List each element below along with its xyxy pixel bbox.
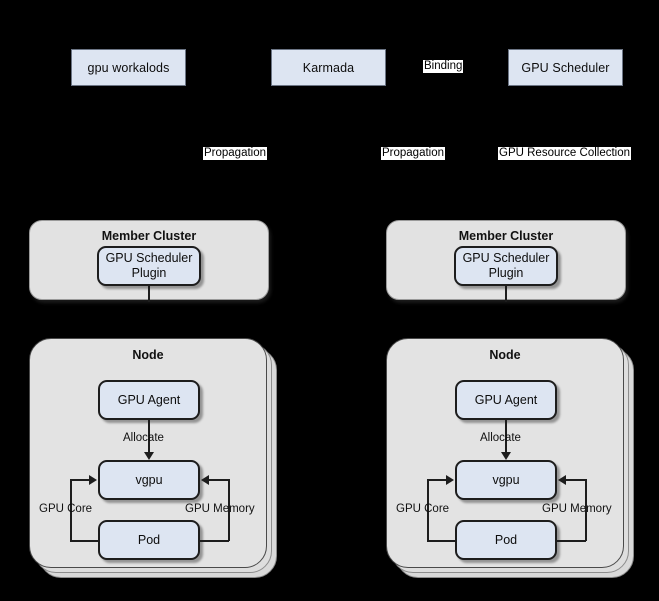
allocate-label-right: Allocate	[480, 432, 521, 444]
gpu-core-line-bottom-left	[70, 540, 99, 542]
gpu-core-line-top-left	[70, 479, 90, 481]
pod-left[interactable]: Pod	[98, 520, 200, 560]
gpu-core-line-top-right	[427, 479, 447, 481]
karmada-box[interactable]: Karmada	[271, 49, 386, 86]
gpu-memory-line-bottom-left	[200, 540, 229, 542]
plugin-left-line1: GPU Scheduler	[105, 251, 193, 265]
member-cluster-right-title: Member Cluster	[458, 229, 554, 243]
gpu-resource-collection-label: GPU Resource Collection	[498, 147, 632, 160]
plugin-right-line2: Plugin	[488, 266, 524, 280]
propagation-label-right: Propagation	[381, 147, 446, 160]
plugin-right-line1: GPU Scheduler	[462, 251, 550, 265]
gpu-core-line-vertical-left	[70, 479, 72, 541]
gpu-workloads-box[interactable]: gpu workalods	[71, 49, 186, 86]
propagation-label-left: Propagation	[203, 147, 268, 160]
allocate-line-left	[148, 420, 150, 458]
plugin-left-connector	[148, 286, 150, 302]
gpu-memory-line-bottom-right	[557, 540, 586, 542]
member-cluster-left-title: Member Cluster	[101, 229, 197, 243]
gpu-core-arrow-left	[89, 475, 97, 485]
gpu-memory-line-top-right	[566, 479, 586, 481]
gpu-core-label-left: GPU Core	[39, 503, 93, 515]
gpu-core-line-bottom-right	[427, 540, 456, 542]
gpu-memory-arrow-left	[201, 475, 209, 485]
gpu-core-arrow-right	[446, 475, 454, 485]
plugin-left-line2: Plugin	[131, 266, 167, 280]
binding-label: Binding	[423, 60, 464, 73]
pod-right[interactable]: Pod	[455, 520, 557, 560]
gpu-scheduler-plugin-right[interactable]: GPU Scheduler Plugin	[454, 246, 558, 286]
allocate-arrow-left	[144, 452, 154, 460]
gpu-memory-line-top-left	[209, 479, 229, 481]
gpu-agent-right[interactable]: GPU Agent	[455, 380, 557, 420]
gpu-memory-line-vertical-left	[228, 479, 230, 541]
gpu-memory-label-right: GPU Memory	[542, 503, 612, 515]
node-right-title: Node	[489, 348, 521, 362]
gpu-agent-left[interactable]: GPU Agent	[98, 380, 200, 420]
gpu-memory-line-vertical-right	[585, 479, 587, 541]
allocate-arrow-right	[501, 452, 511, 460]
allocate-line-right	[505, 420, 507, 458]
node-left-title: Node	[132, 348, 164, 362]
gpu-core-line-vertical-right	[427, 479, 429, 541]
gpu-memory-label-left: GPU Memory	[185, 503, 255, 515]
gpu-scheduler-plugin-left[interactable]: GPU Scheduler Plugin	[97, 246, 201, 286]
vgpu-right[interactable]: vgpu	[455, 460, 557, 500]
plugin-right-connector	[505, 286, 507, 302]
gpu-core-label-right: GPU Core	[396, 503, 450, 515]
gpu-scheduler-box[interactable]: GPU Scheduler	[508, 49, 623, 86]
vgpu-left[interactable]: vgpu	[98, 460, 200, 500]
allocate-label-left: Allocate	[123, 432, 164, 444]
gpu-memory-arrow-right	[558, 475, 566, 485]
